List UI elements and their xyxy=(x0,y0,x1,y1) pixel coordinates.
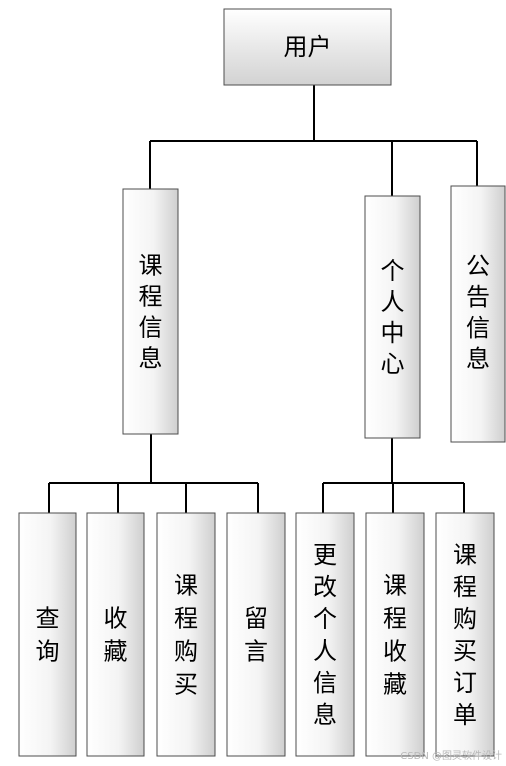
node-favorite-label: 收藏 xyxy=(104,605,128,666)
node-announcement-info: 公告信息 xyxy=(450,185,506,443)
node-query-label: 查询 xyxy=(36,605,60,666)
node-course-orders: 课程购买订单 xyxy=(435,512,495,757)
node-message: 留言 xyxy=(226,512,286,757)
node-personal-center: 个人中心 xyxy=(364,195,421,439)
node-message-label: 留言 xyxy=(244,605,268,666)
watermark: CSDN @图灵软件设计 xyxy=(400,751,502,762)
node-course-info-label: 课程信息 xyxy=(139,252,163,373)
node-course-favorites-label: 课程收藏 xyxy=(383,572,407,699)
node-course-purchase-label: 课程购买 xyxy=(174,572,198,699)
node-course-favorites: 课程收藏 xyxy=(365,512,425,757)
node-query: 查询 xyxy=(18,512,77,757)
node-personal-center-label: 个人中心 xyxy=(381,257,405,378)
node-edit-profile: 更改个人信息 xyxy=(295,512,355,757)
node-course-info: 课程信息 xyxy=(122,188,179,435)
node-root-label: 用户 xyxy=(284,33,332,61)
node-root: 用户 xyxy=(223,8,392,86)
node-edit-profile-label: 更改个人信息 xyxy=(313,541,337,729)
node-course-orders-label: 课程购买订单 xyxy=(453,541,477,729)
node-favorite: 收藏 xyxy=(86,512,145,757)
connector-lines xyxy=(48,85,478,513)
node-announcement-info-label: 公告信息 xyxy=(466,252,490,373)
node-course-purchase: 课程购买 xyxy=(156,512,216,757)
